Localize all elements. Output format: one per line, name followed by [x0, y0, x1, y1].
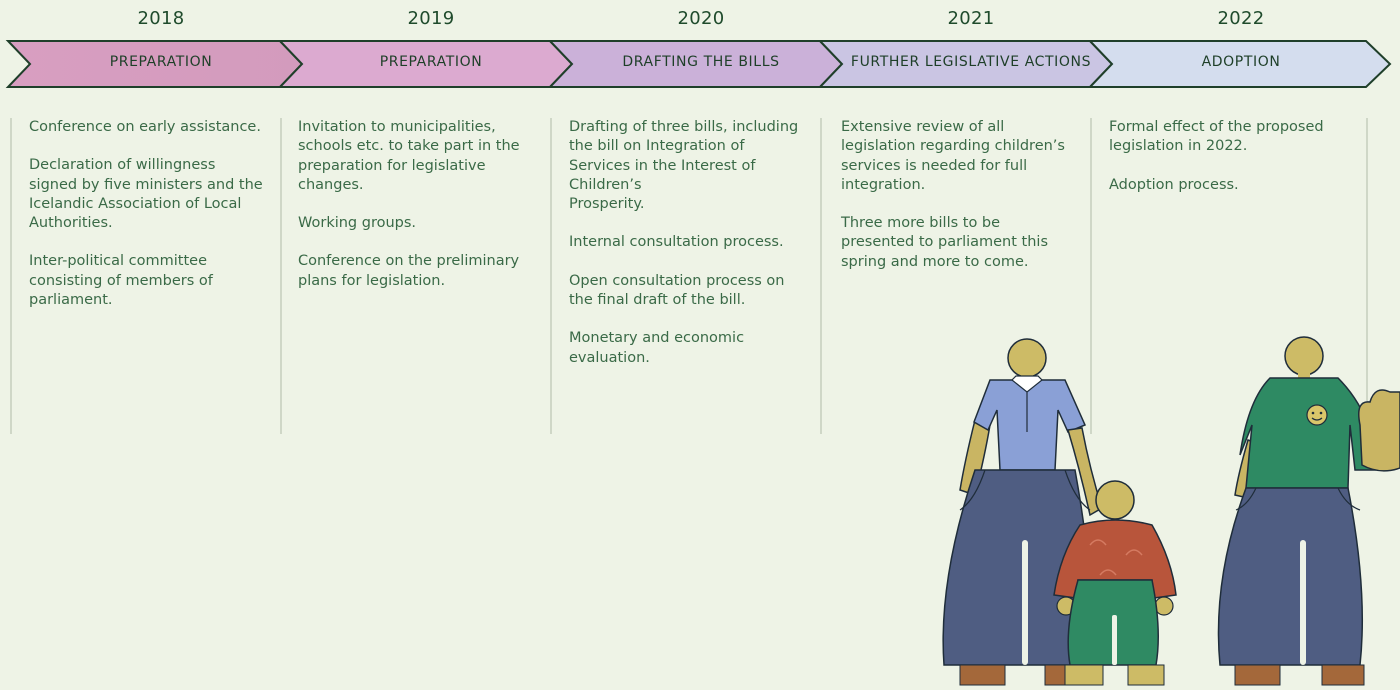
column-item: Working groups.	[298, 215, 417, 232]
column-divider	[10, 118, 12, 434]
column-item: Drafting of three bills, including the b…	[569, 119, 799, 213]
column-item: Inter-political committee consisting of …	[29, 253, 213, 309]
phase-label-2022: ADOPTION	[1201, 54, 1281, 70]
column-item: Monetary and economic evaluation.	[569, 330, 745, 366]
adult-figure-right	[1217, 336, 1400, 686]
phase-label-2020: DRAFTING THE BILLS	[622, 54, 780, 70]
column-item: Three more bills to be presented to parl…	[841, 215, 1049, 270]
year-2022: 2022	[1217, 8, 1265, 29]
year-2019: 2019	[407, 8, 455, 29]
column-divider	[1366, 118, 1368, 434]
column-item: Conference on early assistance.	[29, 119, 261, 135]
column-item: Formal effect of the proposed legislatio…	[1109, 119, 1324, 155]
column-2018: Conference on early assistance. Declarat…	[29, 118, 264, 329]
column-divider	[820, 118, 822, 434]
year-2020: 2020	[677, 8, 725, 29]
family-illustration	[942, 336, 1400, 686]
phase-chevron-2022	[1087, 40, 1392, 88]
column-item: Conference on the preliminary plans for …	[298, 253, 520, 289]
child-figure	[1053, 480, 1177, 686]
column-item: Open consultation process on the final d…	[569, 272, 785, 309]
phase-label-2019: PREPARATION	[379, 54, 483, 70]
year-2018: 2018	[137, 8, 185, 29]
phase-label-2018: PREPARATION	[109, 54, 213, 70]
column-item: Internal consultation process.	[569, 234, 784, 251]
year-2021: 2021	[947, 8, 995, 29]
column-divider	[550, 118, 552, 434]
column-2022: Formal effect of the proposed legislatio…	[1109, 118, 1344, 214]
column-2020: Drafting of three bills, including the b…	[569, 118, 804, 387]
column-divider	[1090, 118, 1092, 434]
column-item: Extensive review of all legislation rega…	[841, 119, 1065, 193]
column-divider	[280, 118, 282, 434]
column-item: Adoption process.	[1109, 176, 1239, 193]
column-item: Invitation to municipalities, schools et…	[298, 119, 520, 193]
phase-label-2021: FURTHER LEGISLATIVE ACTIONS	[850, 54, 1092, 70]
column-2021: Extensive review of all legislation rega…	[841, 118, 1076, 291]
column-2019: Invitation to municipalities, schools et…	[298, 118, 533, 310]
phase-chevrons	[5, 40, 1392, 88]
column-item: Declaration of willingness signed by fiv…	[29, 157, 263, 232]
